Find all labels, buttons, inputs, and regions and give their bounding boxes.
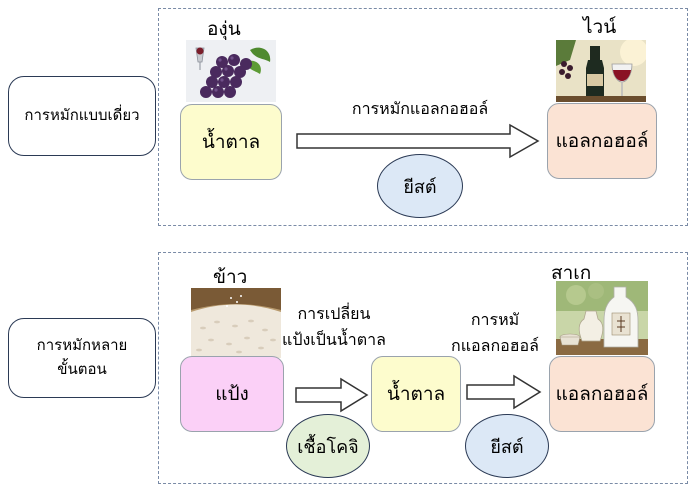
alcohol-fermentation-line1: การหมั (470, 312, 520, 329)
grape-title: องุ่น (207, 19, 241, 40)
sugar-text-multi: น้ำตาล (386, 384, 446, 405)
alcohol-fermentation-caption: การหมักแอลกอฮอล์ (351, 101, 489, 118)
sake-photo-icon (556, 281, 648, 355)
single-process-arrow (296, 123, 540, 159)
yeast-text-single: ยีสต์ (403, 176, 437, 197)
sugar-box-multi: น้ำตาล (371, 356, 461, 432)
alcohol-fermentation-caption-multi: การหมั กแอลกอฮอล์ (436, 308, 554, 360)
wine-photo-icon (556, 40, 646, 102)
sake-title: สาเก (551, 263, 592, 284)
alcohol-fermentation-line2: กแอลกอฮอล์ (451, 338, 539, 355)
saccharification-line2: แป้งเป็นน้ำตาล (282, 332, 386, 349)
multi-fermentation-panel (158, 252, 688, 484)
yeast-text-multi: ยีสต์ (490, 436, 524, 457)
single-fermentation-label: การหมักแบบเดี่ยว (8, 76, 156, 156)
yeast-ellipse-single: ยีสต์ (377, 154, 463, 218)
single-label-text: การหมักแบบเดี่ยว (24, 107, 140, 124)
rice-title: ข้าว (213, 267, 248, 288)
sugar-box-single: น้ำตาล (180, 104, 282, 180)
wine-title: ไวน์ (583, 17, 617, 38)
alcohol-fermentation-arrow (466, 374, 542, 410)
yeast-ellipse-multi: ยีสต์ (465, 414, 549, 478)
alcohol-text-multi: แอลกอฮอล์ (555, 384, 649, 405)
multi-label-line2: ขั้นตอน (57, 361, 107, 378)
starch-box: แป้ง (180, 356, 284, 432)
single-fermentation-panel (158, 8, 688, 226)
koji-text: เชื้อโคจิ (297, 436, 359, 457)
multi-fermentation-label: การหมักหลาย ขั้นตอน (8, 318, 156, 398)
sugar-text-single: น้ำตาล (201, 132, 261, 153)
alcohol-text-single: แอลกอฮอล์ (555, 131, 649, 152)
alcohol-box-multi: แอลกอฮอล์ (549, 356, 655, 432)
saccharification-line1: การเปลี่ยน (297, 306, 371, 323)
koji-ellipse: เชื้อโคจิ (286, 414, 370, 478)
starch-text: แป้ง (215, 384, 249, 405)
saccharification-caption: การเปลี่ยน แป้งเป็นน้ำตาล (282, 302, 386, 354)
multi-label-line1: การหมักหลาย (36, 337, 128, 354)
saccharification-arrow (295, 377, 369, 413)
rice-photo-icon (191, 288, 281, 358)
grape-photo-icon (186, 40, 276, 102)
alcohol-box-single: แอลกอฮอล์ (547, 103, 657, 179)
